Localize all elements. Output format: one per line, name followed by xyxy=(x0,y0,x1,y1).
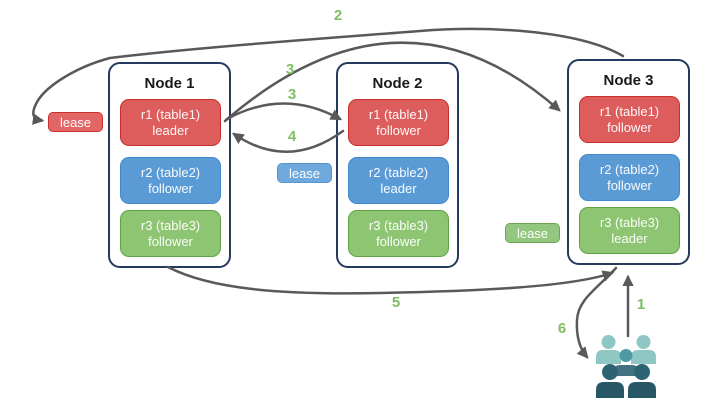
replica-name: r1 (table1) xyxy=(599,103,660,119)
replica-role: follower xyxy=(376,122,421,138)
replica-name: r3 (table3) xyxy=(140,217,201,233)
node-1-replica-r2: r2 (table2) follower xyxy=(120,157,221,204)
node-2-replica-r1: r1 (table1) follower xyxy=(348,99,449,146)
lease-badge-table3: lease xyxy=(505,223,560,243)
users-icon xyxy=(596,335,656,398)
node-2-replica-r3: r3 (table3) follower xyxy=(348,210,449,257)
step-label-4: 4 xyxy=(287,128,297,145)
users-back-row xyxy=(596,335,656,364)
replica-role: follower xyxy=(148,180,193,196)
users-middle-person xyxy=(614,349,638,376)
step-label-3b: 3 xyxy=(287,86,297,103)
node-3-replica-r2: r2 (table2) follower xyxy=(579,154,680,201)
lease-badge-table2: lease xyxy=(277,163,332,183)
lease-badge-table1: lease xyxy=(48,112,103,132)
step-label-3a: 3 xyxy=(285,61,295,78)
replica-name: r1 (table1) xyxy=(140,106,201,122)
replica-role: leader xyxy=(380,180,417,196)
replica-name: r3 (table3) xyxy=(599,214,660,230)
replica-role: follower xyxy=(148,233,193,249)
node-3-title: Node 3 xyxy=(603,72,654,89)
arrow-step-3-to-node2 xyxy=(225,102,343,121)
arrow-step-6 xyxy=(575,266,618,359)
node-2-replica-r2: r2 (table2) leader xyxy=(348,157,449,204)
replica-role: leader xyxy=(152,122,189,138)
node-2-title: Node 2 xyxy=(372,75,423,92)
replica-name: r2 (table2) xyxy=(599,161,660,177)
node-3-replica-r3: r3 (table3) leader xyxy=(579,207,680,254)
replica-name: r2 (table2) xyxy=(368,164,429,180)
node-1-title: Node 1 xyxy=(144,75,195,92)
users-front-row xyxy=(596,364,656,398)
replica-role: follower xyxy=(607,119,652,135)
node-3: Node 3 r1 (table1) follower r2 (table2) … xyxy=(567,59,690,265)
step-label-5: 5 xyxy=(391,294,401,311)
node-1-replica-r3: r3 (table3) follower xyxy=(120,210,221,257)
replica-role: follower xyxy=(376,233,421,249)
step-label-1: 1 xyxy=(636,296,646,313)
arrow-step-5 xyxy=(166,265,615,295)
step-label-2: 2 xyxy=(333,7,343,24)
node-1: Node 1 r1 (table1) leader r2 (table2) fo… xyxy=(108,62,231,268)
replica-name: r3 (table3) xyxy=(368,217,429,233)
replica-role: leader xyxy=(611,230,648,246)
step-label-6: 6 xyxy=(557,320,567,337)
node-2: Node 2 r1 (table1) follower r2 (table2) … xyxy=(336,62,459,268)
replica-role: follower xyxy=(607,177,652,193)
node-1-replica-r1: r1 (table1) leader xyxy=(120,99,221,146)
replica-name: r1 (table1) xyxy=(368,106,429,122)
node-3-replica-r1: r1 (table1) follower xyxy=(579,96,680,143)
replica-name: r2 (table2) xyxy=(140,164,201,180)
